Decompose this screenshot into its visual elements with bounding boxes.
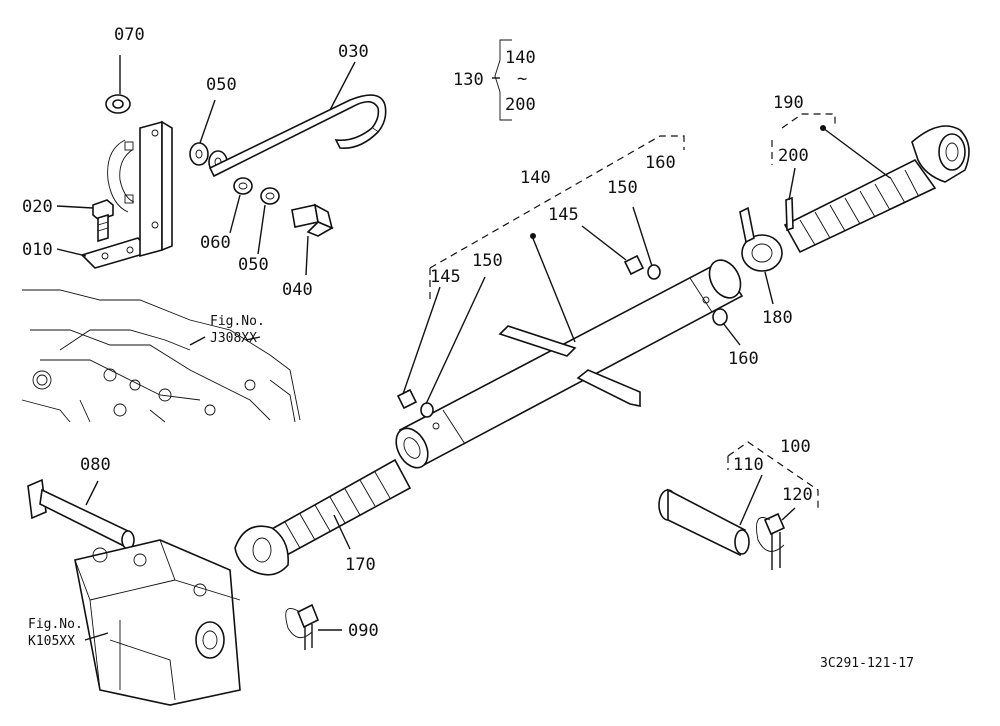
collar-070 xyxy=(105,94,131,114)
callout-060: 060 xyxy=(200,233,231,253)
callout-145-lower: 145 xyxy=(430,267,461,287)
callout-080: 080 xyxy=(80,455,111,475)
pin-080 xyxy=(27,478,135,550)
callout-120: 120 xyxy=(782,485,813,505)
threaded-rod-170 xyxy=(234,458,412,576)
tube-140 xyxy=(395,259,744,469)
upper-casting-drawing xyxy=(21,289,301,423)
plug-160 xyxy=(712,308,728,326)
callout-050-lower: 050 xyxy=(238,255,269,275)
callout-labels: 070 050 030 020 010 060 050 040 130 140 … xyxy=(22,25,813,641)
fig-ref-code-lower: K105XX xyxy=(28,634,75,649)
callout-040: 040 xyxy=(282,280,313,300)
callout-150-lower: 150 xyxy=(472,251,503,271)
washers-050-060 xyxy=(189,142,280,205)
fig-ref-label-lower: Fig.No. xyxy=(28,617,83,632)
drawing-code: 3C291-121-17 xyxy=(820,656,914,671)
callout-200-range: 200 xyxy=(505,95,536,115)
figure-references: Fig.No. J308XX Fig.No. K105XX xyxy=(28,314,265,649)
callout-050-upper: 050 xyxy=(206,75,237,95)
nut-180 xyxy=(739,206,783,272)
callout-010: 010 xyxy=(22,240,53,260)
pin-090 xyxy=(285,603,320,650)
bolt-020 xyxy=(92,199,114,243)
callout-160: 160 xyxy=(728,349,759,369)
fig-ref-label-upper: Fig.No. xyxy=(210,314,265,329)
pin-110 xyxy=(658,488,750,557)
rod-030 xyxy=(208,94,387,178)
callout-090: 090 xyxy=(348,621,379,641)
group-brackets xyxy=(429,39,836,510)
callout-020: 020 xyxy=(22,197,53,217)
range-tilde: ~ xyxy=(517,69,527,89)
callout-160-group: 160 xyxy=(645,153,676,173)
callout-100: 100 xyxy=(780,437,811,457)
handle-140 xyxy=(498,325,641,407)
threaded-rod-190 xyxy=(783,125,970,254)
bracket-010 xyxy=(80,120,173,269)
callout-070: 070 xyxy=(114,25,145,45)
bolt-040 xyxy=(291,203,334,237)
callout-200: 200 xyxy=(778,146,809,166)
callout-180: 180 xyxy=(762,308,793,328)
callout-130: 130 xyxy=(453,70,484,90)
callout-150-upper: 150 xyxy=(607,178,638,198)
callout-190: 190 xyxy=(773,93,804,113)
callout-140-range: 140 xyxy=(505,48,536,68)
leader-lines xyxy=(56,55,891,641)
fittings-145-150 xyxy=(396,254,661,418)
callout-140: 140 xyxy=(520,168,551,188)
callout-170: 170 xyxy=(345,555,376,575)
fig-ref-code-upper: J308XX xyxy=(210,331,257,346)
callout-030: 030 xyxy=(338,42,369,62)
callout-110: 110 xyxy=(733,455,764,475)
lower-casting-drawing xyxy=(74,539,241,706)
pin-120 xyxy=(756,512,786,570)
callout-145-upper: 145 xyxy=(548,205,579,225)
